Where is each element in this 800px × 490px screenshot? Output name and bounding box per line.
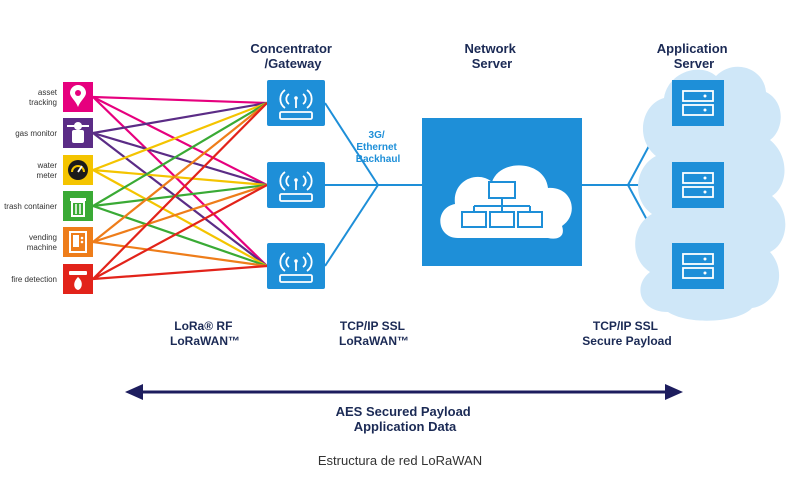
application-server-header: Application Server (657, 41, 731, 71)
concentrator-header: Concentrator /Gateway (250, 41, 335, 71)
link-device-5-gateway-2 (92, 183, 268, 244)
link-device-6-gateway-3 (92, 264, 268, 281)
link-device-6-gateway-2 (92, 184, 268, 280)
device-icons (63, 82, 93, 294)
link-device-2-gateway-2 (92, 131, 268, 187)
gauge-icon (63, 155, 93, 185)
trash-icon (63, 191, 93, 221)
network-server (422, 118, 582, 266)
link-gw1-hub (324, 102, 379, 186)
figure-caption: Estructura de red LoRaWAN (318, 453, 482, 468)
device-gateway-links (92, 95, 268, 281)
link-device-3-gateway-1 (92, 101, 268, 172)
lora-protocol-label: LoRa® RF LoRaWAN™ (170, 319, 240, 348)
location-pin-icon (63, 82, 93, 112)
backhaul-label: 3G/ Ethernet Backhaul (356, 130, 401, 165)
link-gw3-hub (324, 184, 379, 267)
gateway-icon (279, 89, 313, 120)
link-device-4-gateway-2 (92, 183, 268, 208)
gas-monitor-icon (63, 118, 93, 148)
link-device-3-gateway-3 (92, 169, 268, 267)
link-device-1-gateway-2 (92, 96, 268, 186)
link-device-6-gateway-1 (92, 102, 268, 280)
link-device-1-gateway-1 (92, 95, 268, 105)
gateway-icon (279, 252, 313, 283)
link-device-4-gateway-1 (92, 102, 268, 207)
link-device-4-gateway-3 (92, 204, 268, 268)
server-icon (682, 90, 714, 116)
cloud-icon (440, 165, 572, 239)
link-device-1-gateway-3 (92, 96, 268, 267)
gateway-2 (267, 162, 325, 208)
aes-payload-label: AES Secured Payload Application Data (336, 404, 475, 434)
vending-machine-icon (63, 227, 93, 257)
tcp-ip-secure-payload-label: TCP/IP SSL Secure Payload (582, 319, 671, 348)
link-device-5-gateway-1 (92, 102, 268, 243)
device-label: gas monitor (15, 129, 57, 138)
link-device-3-gateway-2 (92, 168, 268, 187)
server-icon (682, 172, 714, 198)
network-hierarchy-icon (461, 181, 543, 228)
gateway-1 (267, 80, 325, 126)
link-device-5-gateway-3 (92, 240, 268, 268)
app-server-1 (672, 80, 724, 126)
link-device-2-gateway-1 (92, 101, 268, 135)
gateway-network-links (324, 102, 422, 267)
gateway-icon (279, 171, 313, 202)
app-server-2 (672, 162, 724, 208)
link-device-2-gateway-3 (92, 132, 268, 267)
gateway-3 (267, 243, 325, 289)
double-arrow (125, 384, 683, 400)
tcp-ip-lorawan-label: TCP/IP SSL LoRaWAN™ (339, 319, 409, 348)
device-label: trash container (4, 202, 57, 211)
app-server-3 (672, 243, 724, 289)
device-label: fire detection (11, 275, 57, 284)
fire-detection-icon (63, 264, 93, 294)
server-icon (682, 253, 714, 279)
network-server-header: Network Server (465, 41, 520, 71)
